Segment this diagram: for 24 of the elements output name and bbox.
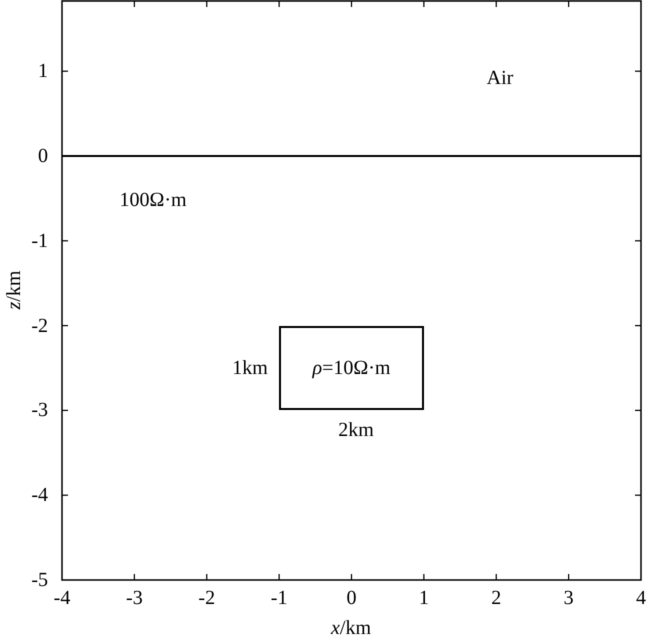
text-label: 0 bbox=[346, 588, 356, 608]
text-label: -2 bbox=[198, 588, 216, 608]
text-label: 3 bbox=[564, 588, 574, 608]
text-label: 2km bbox=[338, 420, 374, 440]
text-label: -3 bbox=[126, 588, 143, 608]
text-label: 4 bbox=[636, 588, 646, 608]
text-label: -4 bbox=[31, 485, 48, 506]
axis-title: z/km bbox=[4, 270, 24, 310]
anomaly-box bbox=[279, 326, 424, 410]
text-label: 2 bbox=[491, 588, 502, 608]
text-label: 0 bbox=[38, 146, 48, 166]
text-label: -3 bbox=[31, 400, 48, 420]
text-label: Air bbox=[486, 68, 514, 88]
resistivity-label: ρ=10Ω·m bbox=[312, 356, 390, 381]
text-label: -5 bbox=[31, 570, 48, 590]
text-label: -1 bbox=[270, 588, 288, 608]
text-label: -1 bbox=[31, 230, 48, 251]
text-label: x/km bbox=[331, 618, 371, 638]
text-label: -4 bbox=[54, 588, 70, 608]
text-label: 100Ω·m bbox=[119, 190, 187, 210]
text-label: 1km bbox=[232, 358, 268, 378]
text-label: -2 bbox=[31, 316, 48, 336]
text-label: 1 bbox=[418, 588, 429, 608]
text-label: 1 bbox=[38, 61, 48, 82]
